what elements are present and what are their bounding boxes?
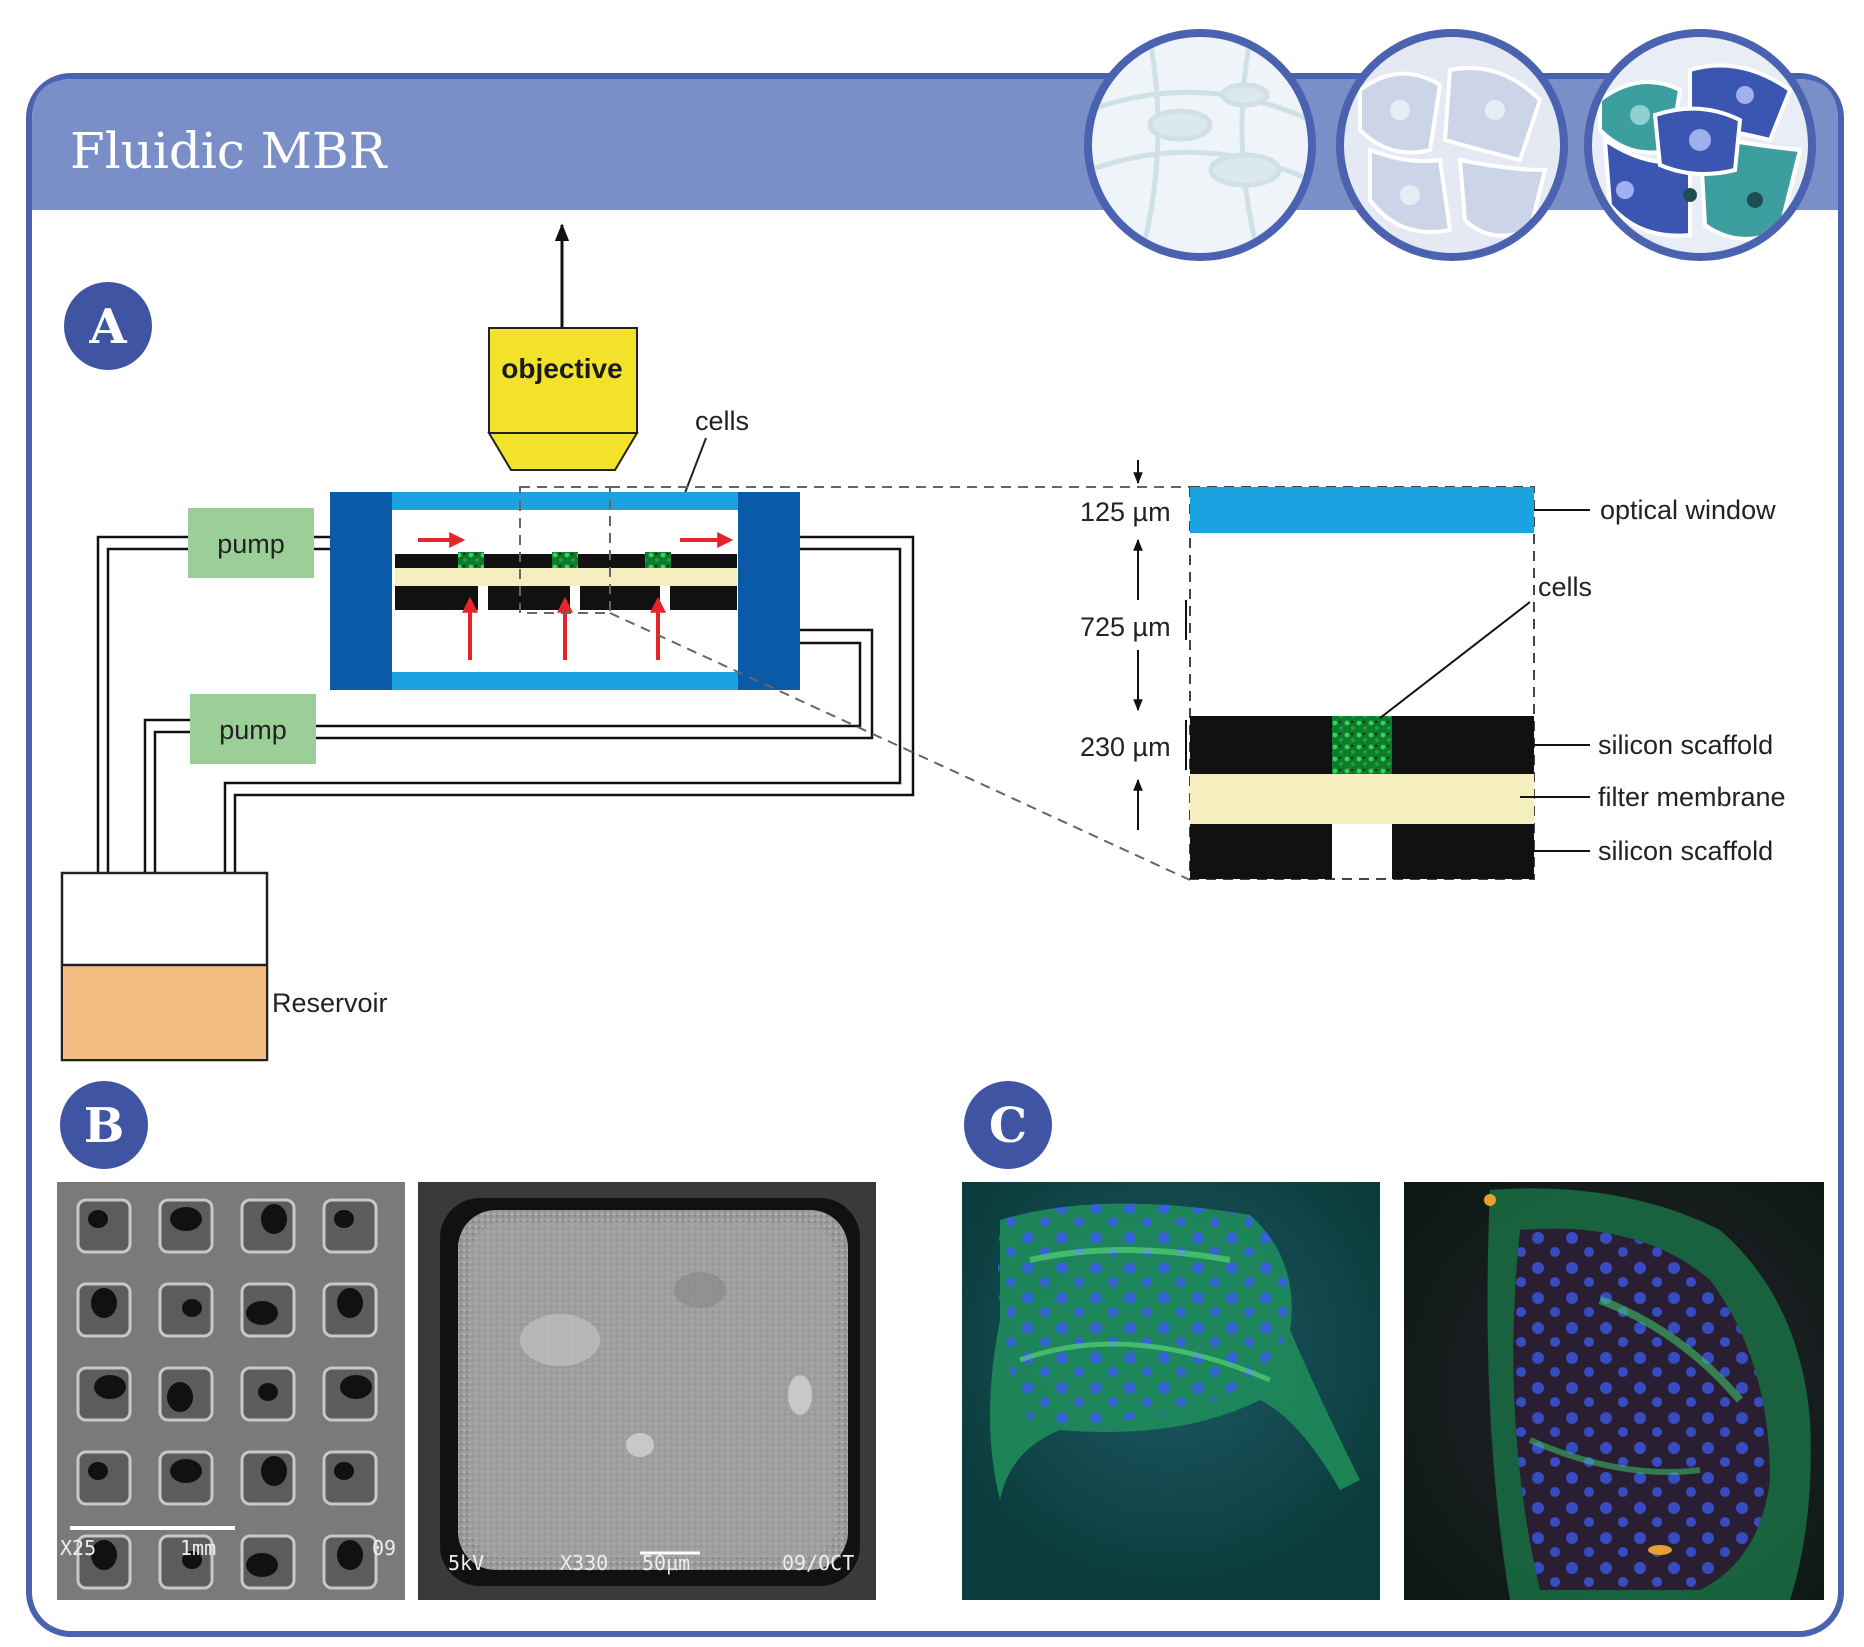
- sem-right-date: 09/OCT: [782, 1551, 854, 1575]
- sem-array-image: X25 1mm 09: [57, 1182, 405, 1600]
- reservoir-label: Reservoir: [272, 988, 388, 1018]
- panel-b-badge: B: [60, 1081, 148, 1169]
- bioreactor-chamber: [330, 492, 800, 690]
- sem-well-tissue: [340, 1375, 372, 1399]
- filter-membrane-label: filter membrane: [1598, 782, 1786, 812]
- svg-text:C: C: [989, 1098, 1027, 1154]
- optical-window-layer: [1190, 487, 1534, 533]
- fluorescence-image-1: [962, 1182, 1380, 1600]
- sem-well-tissue: [334, 1462, 354, 1480]
- cells-detail-label: cells: [1538, 572, 1592, 602]
- dim-725-label: 725 µm: [1080, 612, 1171, 642]
- reservoir: [60, 871, 269, 1062]
- device-schematic: objective cells pump pump: [60, 223, 1191, 1062]
- filter-membrane-layer: [1190, 774, 1534, 824]
- dim-230-label: 230 µm: [1080, 732, 1171, 762]
- pump-top-label: pump: [217, 529, 285, 559]
- sem-well-tissue: [170, 1207, 202, 1231]
- sem-well-tissue: [246, 1553, 278, 1577]
- sem-well-tissue: [182, 1551, 202, 1569]
- fluorescence-image-2: [1404, 1182, 1824, 1600]
- objective-lens: [487, 327, 639, 471]
- sem-well-tissue: [258, 1383, 278, 1401]
- panel-a-badge: A: [64, 282, 152, 370]
- sem-well-tissue: [91, 1288, 117, 1318]
- svg-text:A: A: [88, 299, 127, 355]
- sem-well-tissue: [337, 1540, 363, 1570]
- sem-right-kv: 5kV: [448, 1551, 484, 1575]
- cells-layer: [1332, 716, 1392, 774]
- pump-top: [188, 508, 314, 578]
- pump-bottom-label: pump: [219, 715, 287, 745]
- sem-well-tissue: [167, 1382, 193, 1412]
- sem-left-scale: 1mm: [180, 1536, 216, 1560]
- pump-bottom: [190, 694, 316, 764]
- sem-well-tissue: [91, 1540, 117, 1570]
- silicon-scaffold-bottom-label: silicon scaffold: [1598, 836, 1773, 866]
- silicon-scaffold-bottom-left: [1190, 824, 1332, 879]
- sem-right-scale: 50µm: [642, 1551, 690, 1575]
- sem-well-tissue: [246, 1301, 278, 1325]
- sem-single-well-image: 5kV X330 50µm 09/OCT: [418, 1182, 876, 1600]
- sem-well-tissue: [261, 1456, 287, 1486]
- scaffold-circle-icon: [1084, 29, 1316, 261]
- panel-c-badge: C: [964, 1081, 1052, 1169]
- sem-well-tissue: [182, 1299, 202, 1317]
- cell-cluster-circle-icon: [1336, 29, 1568, 261]
- silicon-scaffold-bottom-right: [1392, 824, 1534, 879]
- dim-125-label: 125 µm: [1080, 497, 1171, 527]
- objective-label: objective: [501, 353, 622, 384]
- tissue-circle-icon: [1584, 29, 1816, 261]
- zoom-guides: [519, 486, 1191, 881]
- optical-window-label: optical window: [1600, 495, 1776, 525]
- sem-left-date: 09: [372, 1536, 396, 1560]
- sem-well-tissue: [337, 1288, 363, 1318]
- sem-well-tissue: [261, 1204, 287, 1234]
- sem-well-tissue: [88, 1462, 108, 1480]
- sem-well-tissue: [88, 1210, 108, 1228]
- cross-section-detail: 125 µm 725 µm 230 µm optical window cell…: [1080, 460, 1786, 880]
- svg-text:B: B: [84, 1098, 125, 1154]
- page-title: Fluidic MBR: [70, 122, 388, 180]
- sem-well-tissue: [94, 1375, 126, 1399]
- sem-well-tissue: [334, 1210, 354, 1228]
- cells-label: cells: [695, 406, 749, 436]
- sem-left-mag: X25: [60, 1536, 96, 1560]
- sem-well-tissue: [170, 1459, 202, 1483]
- sem-right-mag: X330: [560, 1551, 608, 1575]
- silicon-scaffold-top-label: silicon scaffold: [1598, 730, 1773, 760]
